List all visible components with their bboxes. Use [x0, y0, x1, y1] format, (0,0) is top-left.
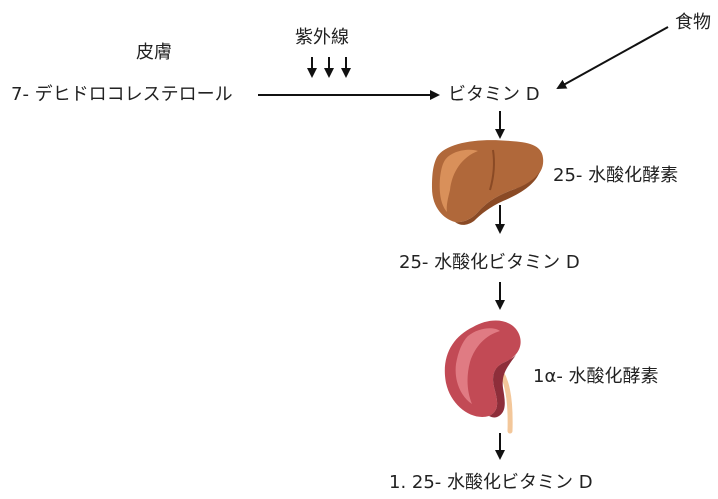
kidney-icon [445, 321, 521, 431]
calcidiol-label: 25- 水酸化ビタミン D [399, 252, 580, 274]
enzyme-1a-label: 1α- 水酸化酵素 [533, 366, 659, 388]
vitamin-d-label: ビタミン D [448, 84, 540, 106]
calcitriol-label: 1. 25- 水酸化ビタミン D [389, 472, 593, 494]
uv-arrows [312, 57, 346, 76]
uv-label: 紫外線 [295, 27, 349, 49]
food-arrow [558, 27, 668, 88]
enzyme-25-label: 25- 水酸化酵素 [553, 165, 678, 187]
food-label: 食物 [675, 12, 711, 34]
precursor-label: 7- デヒドロコレステロール [11, 84, 233, 106]
liver-icon [432, 140, 543, 225]
skin-label: 皮膚 [136, 42, 172, 64]
